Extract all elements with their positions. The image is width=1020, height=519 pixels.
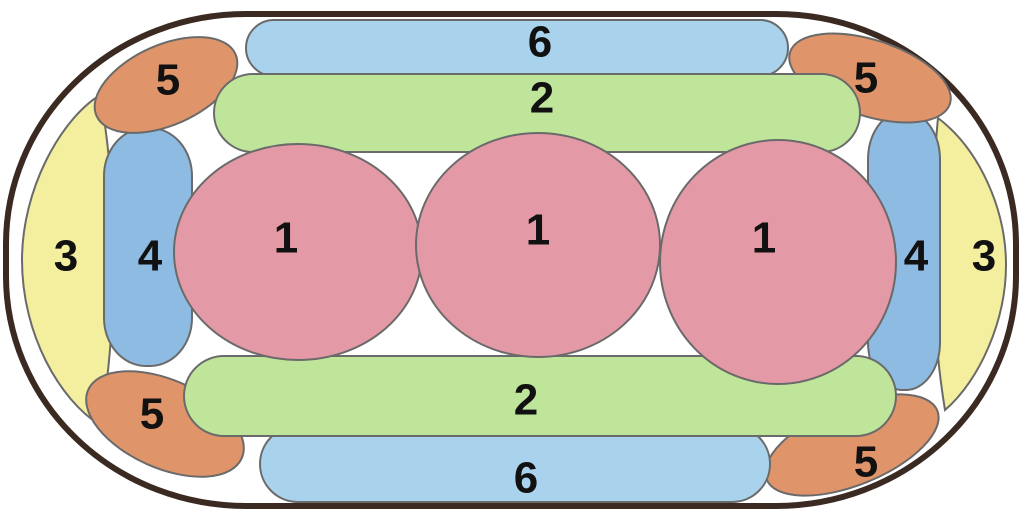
label-blue-bottom: 6 [514,454,538,503]
label-blue-side-left: 4 [138,232,163,281]
label-blue-top: 6 [528,18,552,67]
label-orange-top-left: 5 [156,56,180,105]
label-orange-bottom-right: 5 [854,438,878,487]
blue-cell-top [246,20,788,76]
label-orange-bottom-left: 5 [140,390,164,439]
label-green-bottom: 2 [514,376,538,425]
label-yellow-right: 3 [972,232,996,281]
label-orange-top-right: 5 [854,54,878,103]
label-yellow-left: 3 [54,232,78,281]
label-red-left: 1 [274,214,298,263]
label-red-middle: 1 [526,206,550,255]
red-cell-right [660,140,896,384]
label-green-top: 2 [530,74,554,123]
label-blue-side-right: 4 [904,232,929,281]
label-red-right: 1 [752,214,776,263]
